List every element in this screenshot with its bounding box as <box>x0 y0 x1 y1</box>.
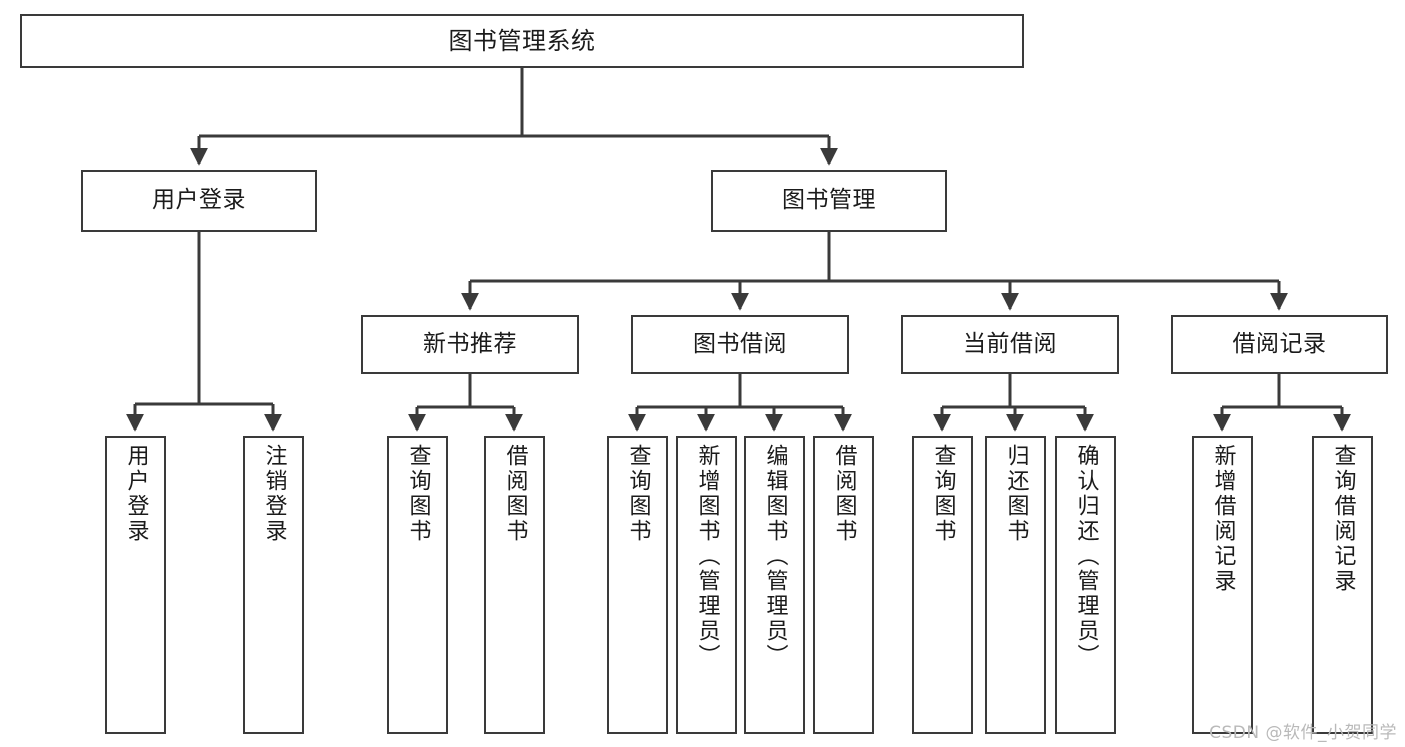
leaf-add-book-admin[interactable]: 新增图书（管理员） <box>676 436 737 734</box>
node-label: 借阅记录 <box>1232 330 1327 357</box>
node-label: 新书推荐 <box>423 330 517 357</box>
node-root-system[interactable]: 图书管理系统 <box>20 14 1024 68</box>
leaf-query-book-2[interactable]: 查询图书 <box>607 436 668 734</box>
node-label: 注销登录 <box>261 444 287 544</box>
node-label: 查询借阅记录 <box>1330 444 1356 594</box>
leaf-add-borrow-record[interactable]: 新增借阅记录 <box>1192 436 1253 734</box>
node-label: 编辑图书（管理员） <box>762 444 788 669</box>
node-current-borrow[interactable]: 当前借阅 <box>901 315 1119 374</box>
node-borrow-record[interactable]: 借阅记录 <box>1171 315 1388 374</box>
node-book-manage[interactable]: 图书管理 <box>711 170 947 232</box>
node-label: 新增借阅记录 <box>1210 444 1236 594</box>
watermark-text: CSDN @软件_小贺同学 <box>1209 723 1397 743</box>
node-label: 用户登录 <box>123 444 149 544</box>
node-label: 借阅图书 <box>502 444 528 544</box>
node-label: 借阅图书 <box>831 444 857 544</box>
leaf-logout[interactable]: 注销登录 <box>243 436 304 734</box>
node-new-book-recommend[interactable]: 新书推荐 <box>361 315 579 374</box>
leaf-query-borrow-record[interactable]: 查询借阅记录 <box>1312 436 1373 734</box>
leaf-query-book-3[interactable]: 查询图书 <box>912 436 973 734</box>
node-label: 新增图书（管理员） <box>694 444 720 669</box>
node-label: 图书管理 <box>782 187 876 214</box>
leaf-user-login[interactable]: 用户登录 <box>105 436 166 734</box>
leaf-return-book[interactable]: 归还图书 <box>985 436 1046 734</box>
node-label: 归还图书 <box>1003 444 1029 544</box>
node-label: 图书管理系统 <box>448 26 596 55</box>
node-label: 确认归还（管理员） <box>1073 444 1099 669</box>
node-label: 查询图书 <box>405 444 431 544</box>
node-label: 图书借阅 <box>693 330 787 357</box>
node-label: 用户登录 <box>152 187 246 214</box>
leaf-query-book-1[interactable]: 查询图书 <box>387 436 448 734</box>
leaf-borrow-book-2[interactable]: 借阅图书 <box>813 436 874 734</box>
node-book-borrow[interactable]: 图书借阅 <box>631 315 849 374</box>
node-label: 查询图书 <box>930 444 956 544</box>
leaf-confirm-return-admin[interactable]: 确认归还（管理员） <box>1055 436 1116 734</box>
leaf-borrow-book-1[interactable]: 借阅图书 <box>484 436 545 734</box>
leaf-edit-book-admin[interactable]: 编辑图书（管理员） <box>744 436 805 734</box>
node-label: 当前借阅 <box>963 330 1057 357</box>
node-user-login[interactable]: 用户登录 <box>81 170 317 232</box>
node-label: 查询图书 <box>625 444 651 544</box>
